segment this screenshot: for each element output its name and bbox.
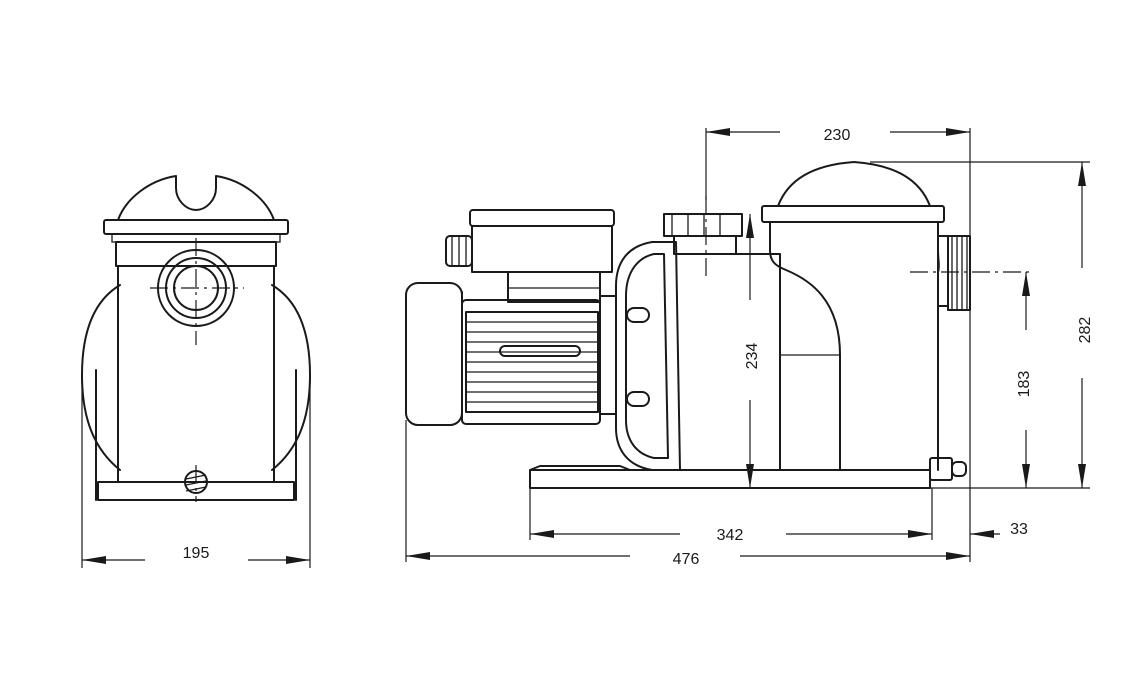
dimension-lines	[81, 128, 1090, 568]
dim-label-front-width: 195	[183, 545, 210, 562]
dim-label-inlet-height: 234	[744, 343, 761, 370]
front-view	[81, 175, 311, 502]
dim-label-inlet-to-outlet: 230	[824, 127, 851, 144]
dim-label-outlet-offset: 33	[1010, 521, 1028, 538]
cooling-fins	[466, 321, 598, 403]
dim-label-total-height: 282	[1077, 317, 1094, 344]
dim-label-base-length: 342	[717, 527, 744, 544]
dim-label-total-length: 476	[673, 551, 700, 568]
side-view	[405, 161, 1030, 489]
dim-label-outlet-height: 183	[1016, 371, 1033, 398]
